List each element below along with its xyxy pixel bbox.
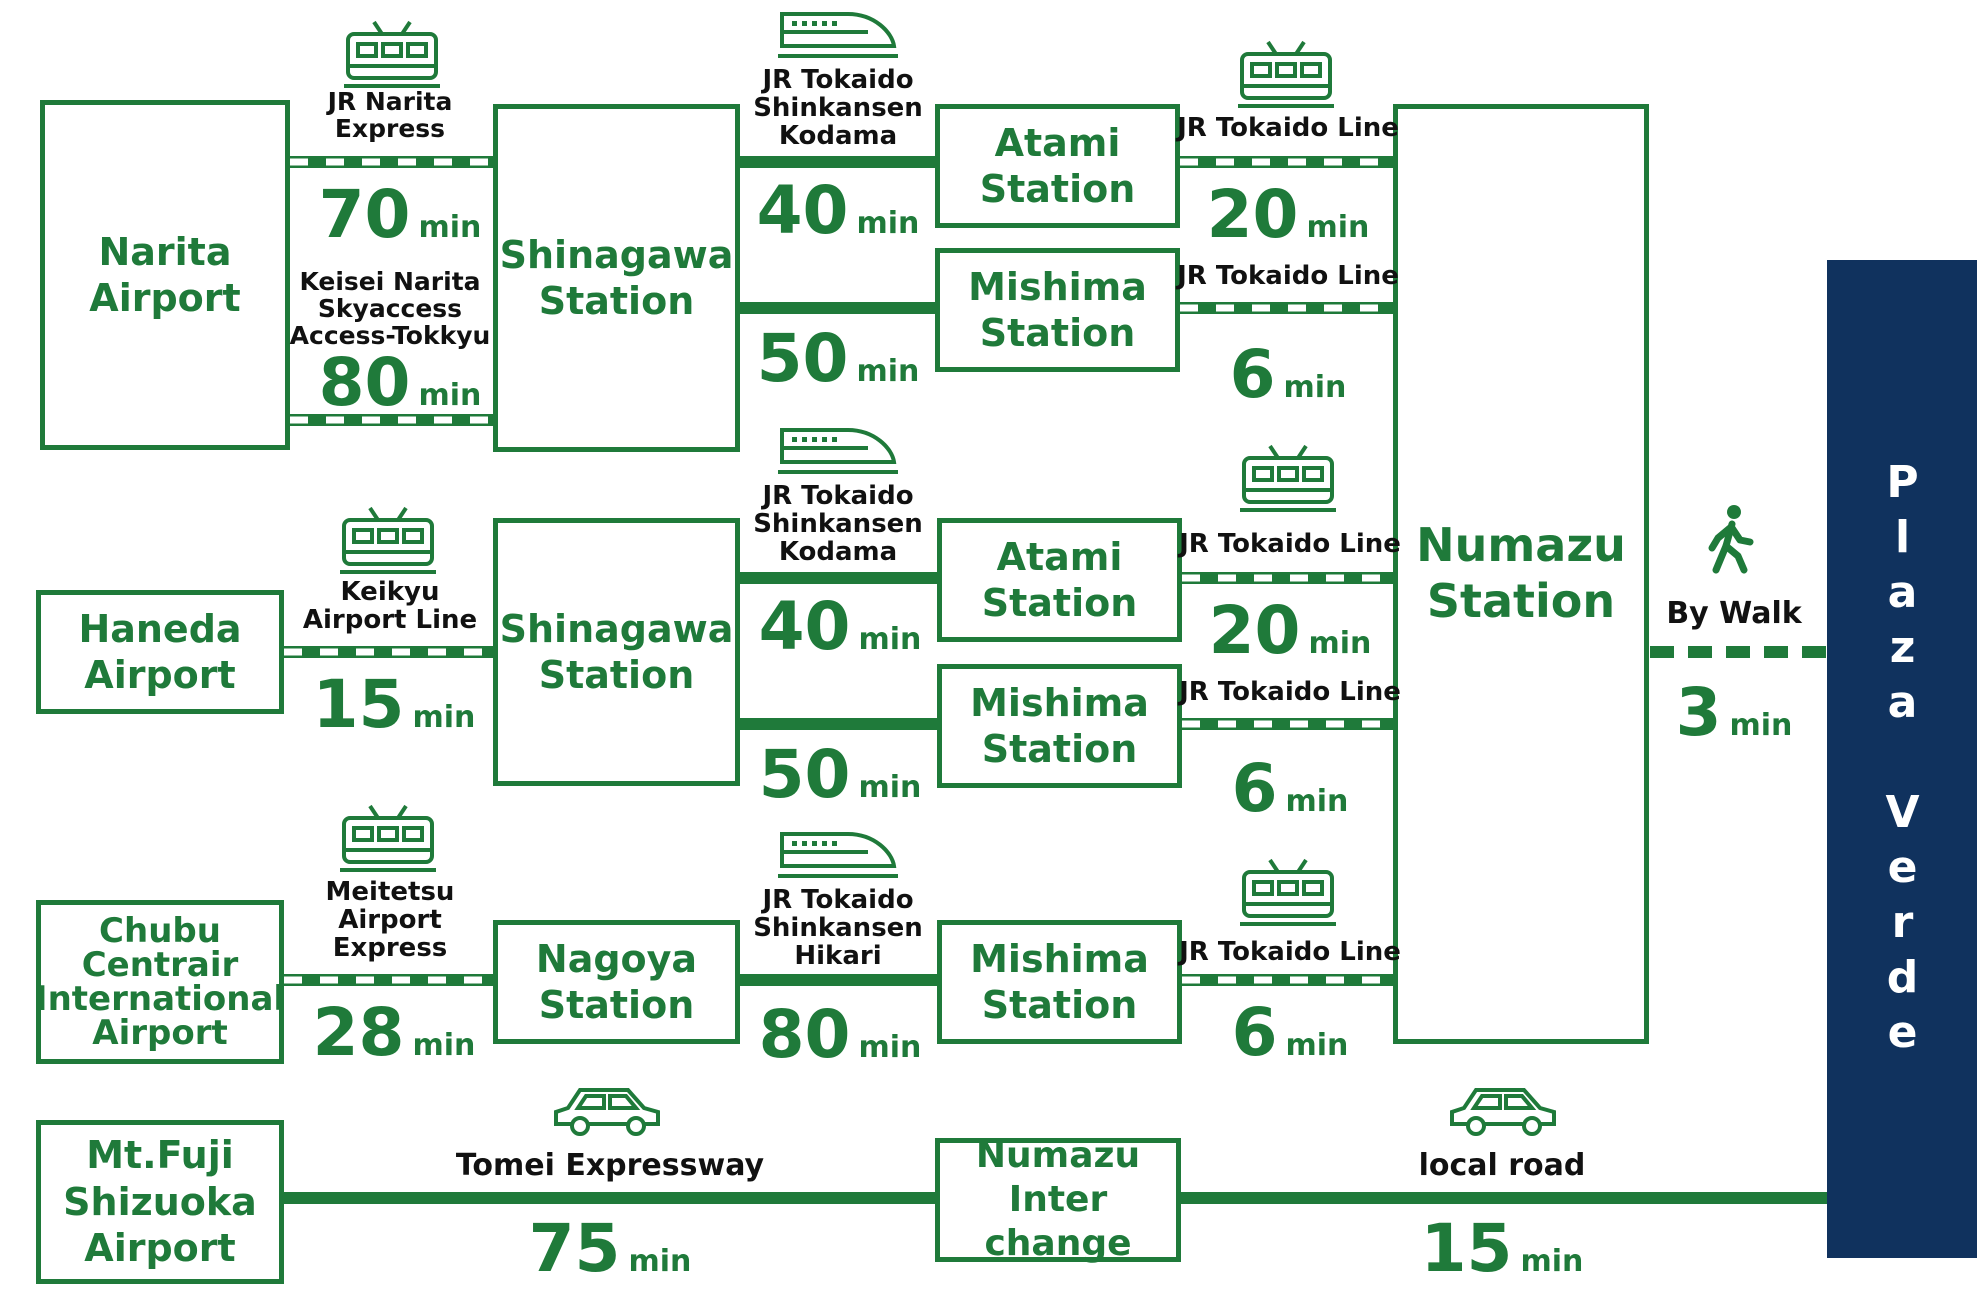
fuji-shizuoka-airport-box: Mt.Fuji Shizuoka Airport	[36, 1120, 284, 1284]
route-label-shinkansen-kodama-1: JR Tokaido Shinkansen Kodama	[753, 65, 923, 152]
route-label-shinkansen-hikari: JR Tokaido Shinkansen Hikari	[753, 885, 923, 972]
route-label-jr-tokaido-line-1: JR Tokaido Line	[1177, 113, 1399, 143]
route-label-keisei-skyaccess: Keisei Narita Skyaccess Access-Tokkyu	[289, 267, 491, 350]
route-label-jr-tokaido-line-5: JR Tokaido Line	[1179, 937, 1401, 967]
shinagawa-station-box-1: Shinagawa Station	[493, 104, 740, 452]
mishima-station-box-1: Mishima Station	[935, 248, 1180, 372]
narita-airport-box: Narita Airport	[40, 100, 290, 450]
route-label-keikyu: Keikyu Airport Line	[302, 577, 478, 636]
route-label-by-walk: By Walk	[1666, 596, 1802, 631]
atami-station-box-2: Atami Station	[937, 518, 1182, 642]
nagoya-station-box: Nagoya Station	[493, 920, 740, 1044]
route-label-jr-tokaido-line-2: JR Tokaido Line	[1177, 261, 1399, 291]
route-label-shinkansen-kodama-2: JR Tokaido Shinkansen Kodama	[753, 481, 923, 568]
chubu-airport-box: Chubu Centrair International Airport	[35, 900, 285, 1064]
haneda-airport-box: Haneda Airport	[36, 590, 284, 714]
car-icon	[554, 1088, 660, 1136]
local-train-icon	[1240, 858, 1336, 926]
route-label-meitetsu: Meitetsu Airport Express	[325, 877, 455, 964]
car-icon	[1450, 1088, 1556, 1136]
route-label-jr-tokaido-line-4: JR Tokaido Line	[1179, 677, 1401, 707]
local-train-icon	[1238, 40, 1334, 108]
local-train-icon	[340, 804, 436, 872]
numazu-interchange-box: Numazu Inter change	[935, 1135, 1181, 1264]
mishima-station-box-2: Mishima Station	[937, 664, 1182, 788]
route-label-tomei-expressway: Tomei Expressway	[455, 1148, 765, 1183]
mishima-station-box-3: Mishima Station	[937, 920, 1182, 1044]
route-label-local-road: local road	[1418, 1148, 1586, 1183]
local-train-icon	[344, 20, 440, 88]
plaza-verde-destination: Plaza Verde	[1827, 260, 1977, 1258]
bullet-train-icon	[778, 832, 898, 878]
local-train-icon	[1240, 444, 1336, 512]
plaza-verde-label: Plaza Verde	[1877, 456, 1928, 1062]
route-label-jr-narita-express: JR Narita Express	[327, 87, 453, 143]
atami-station-box-1: Atami Station	[935, 104, 1180, 228]
route-label-jr-tokaido-line-3: JR Tokaido Line	[1179, 529, 1401, 559]
bullet-train-icon	[778, 12, 898, 58]
local-train-icon	[340, 506, 436, 574]
numazu-station-box: Numazu Station	[1393, 104, 1649, 1044]
shinagawa-station-box-2: Shinagawa Station	[493, 518, 740, 786]
numazu-station-label: Numazu Station	[1416, 518, 1626, 629]
bullet-train-icon	[778, 428, 898, 474]
pedestrian-icon	[1708, 505, 1754, 574]
